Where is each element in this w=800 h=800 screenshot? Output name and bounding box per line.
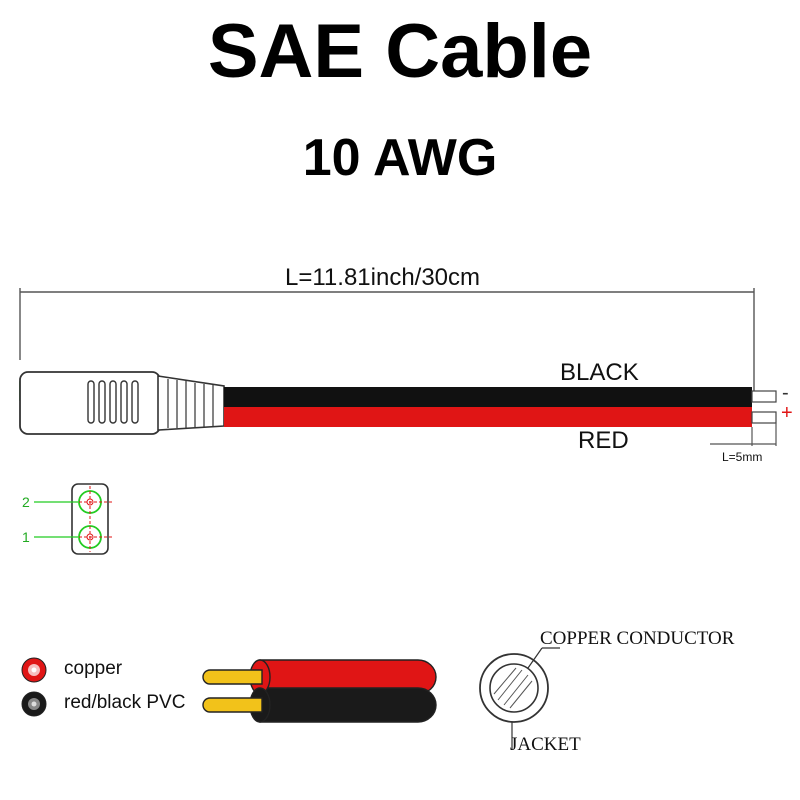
strip-length-label: L=5mm [722, 450, 763, 464]
pin-2-label: 2 [22, 494, 30, 510]
red-wire [224, 407, 752, 427]
pinout-diagram [34, 483, 114, 555]
jacket-label: JACKET [510, 734, 581, 755]
pin-1-label: 1 [22, 529, 30, 545]
black-wire [224, 387, 752, 407]
connector-grip-slots [87, 380, 139, 424]
strip-length-dimension [710, 423, 777, 446]
copper-conductor-label: COPPER CONDUCTOR [540, 628, 735, 649]
negative-sign: - [782, 382, 789, 404]
stripped-wire-ends [751, 390, 777, 424]
length-dimension-line [19, 288, 755, 395]
page-subtitle: 10 AWG [302, 129, 498, 187]
page-title: SAE Cable [207, 9, 593, 94]
black-wire-label: BLACK [560, 359, 639, 386]
copper-legend-label: copper [64, 658, 123, 679]
cable-cross-illustration [202, 659, 437, 723]
wire-cross-section [479, 647, 560, 750]
pvc-legend-label: red/black PVC [64, 692, 186, 713]
boot-ribs [167, 379, 214, 428]
copper-legend-icon [21, 657, 47, 683]
sae-connector [19, 371, 225, 435]
length-label: L=11.81inch/30cm [285, 264, 481, 291]
pvc-legend-icon [21, 691, 47, 717]
positive-sign: + [781, 402, 793, 424]
red-wire-label: RED [578, 427, 629, 454]
